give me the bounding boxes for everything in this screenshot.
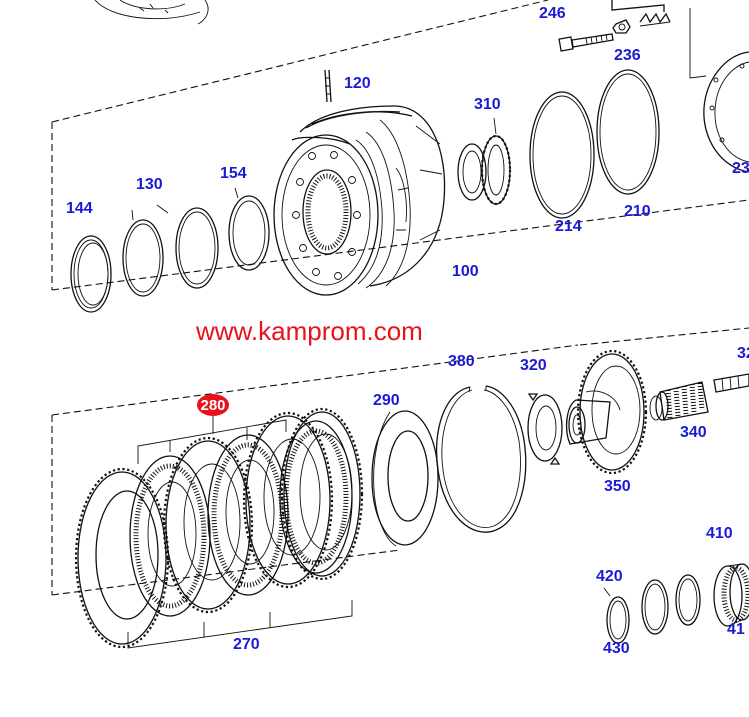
callout-420[interactable]: 420 bbox=[596, 568, 623, 585]
part-plate-290[interactable] bbox=[371, 410, 439, 547]
callout-214[interactable]: 214 bbox=[555, 218, 582, 235]
callout-130[interactable]: 130 bbox=[136, 176, 163, 193]
part-bearing-410[interactable] bbox=[713, 563, 749, 627]
drum-bolt-holes bbox=[292, 151, 361, 280]
part-ring-130[interactable] bbox=[122, 204, 219, 297]
highlight-marker bbox=[197, 394, 229, 416]
callout-144[interactable]: 144 bbox=[66, 200, 93, 217]
part-washer-320[interactable] bbox=[527, 393, 563, 465]
callout-430[interactable]: 430 bbox=[603, 640, 630, 657]
part-pin-120[interactable] bbox=[324, 69, 332, 103]
part-nut-236[interactable] bbox=[612, 19, 631, 34]
callout-41[interactable]: 41 bbox=[727, 621, 745, 638]
callout-410[interactable]: 410 bbox=[706, 525, 733, 542]
watermark-text: www.kamprom.com bbox=[195, 316, 423, 346]
part-ring-210[interactable] bbox=[596, 69, 660, 195]
callout-320[interactable]: 320 bbox=[520, 357, 547, 374]
part-shaft-340[interactable] bbox=[649, 373, 749, 421]
part-ring-214[interactable] bbox=[529, 91, 595, 219]
part-snap-ring-380[interactable] bbox=[435, 385, 527, 533]
part-ring-430[interactable] bbox=[606, 596, 630, 644]
callout-100[interactable]: 100 bbox=[452, 263, 479, 280]
part-ring-154[interactable] bbox=[228, 187, 270, 271]
callout-32[interactable]: 32 bbox=[737, 345, 749, 362]
bracket-270 bbox=[127, 600, 353, 649]
callout-290[interactable]: 290 bbox=[373, 392, 400, 409]
callout-246[interactable]: 246 bbox=[539, 5, 566, 22]
part-ring-420[interactable] bbox=[603, 574, 701, 635]
callout-210[interactable]: 210 bbox=[624, 203, 651, 220]
upper-assembly-frame bbox=[51, 0, 749, 291]
callout-236[interactable]: 236 bbox=[614, 47, 641, 64]
lower-assembly-frame bbox=[51, 327, 749, 596]
part-clutch-pack-270[interactable] bbox=[74, 407, 364, 649]
callout-380[interactable]: 380 bbox=[448, 353, 475, 370]
part-gear-350[interactable] bbox=[565, 349, 648, 475]
part-drum-100[interactable] bbox=[273, 105, 446, 296]
part-spring-top[interactable] bbox=[639, 12, 671, 27]
part-bolt-246[interactable] bbox=[558, 33, 614, 52]
callout-310[interactable]: 310 bbox=[474, 96, 501, 113]
callout-340[interactable]: 340 bbox=[680, 424, 707, 441]
callout-120[interactable]: 120 bbox=[344, 75, 371, 92]
callout-154[interactable]: 154 bbox=[220, 165, 247, 182]
callout-280-label: 280 bbox=[200, 397, 225, 414]
part-ring-310[interactable] bbox=[457, 117, 512, 206]
part-cover-plate[interactable] bbox=[703, 51, 749, 173]
callout-350[interactable]: 350 bbox=[604, 478, 631, 495]
callout-280-highlighted[interactable]: 280 bbox=[197, 394, 229, 416]
callout-23[interactable]: 23 bbox=[732, 160, 749, 177]
bracket-280 bbox=[137, 416, 287, 464]
housing-fragment-top bbox=[94, 0, 209, 25]
part-ring-144[interactable] bbox=[70, 235, 112, 313]
callout-270[interactable]: 270 bbox=[233, 636, 260, 653]
